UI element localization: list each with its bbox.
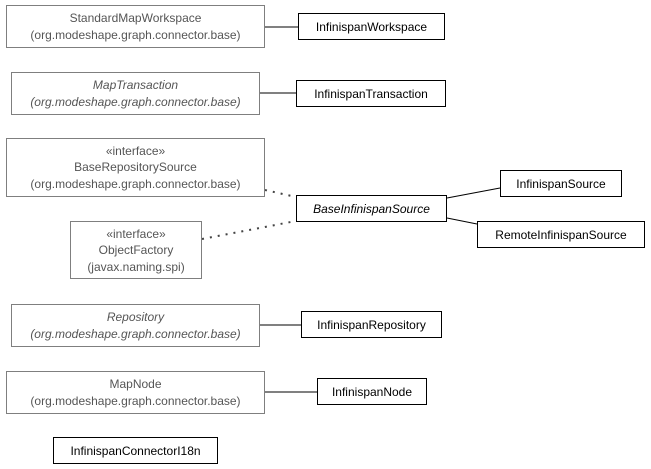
class-infinispantransaction: InfinispanTransaction [296, 80, 446, 107]
edge-baseinfinispansource-infinispansource [446, 187, 501, 199]
class-standardmapworkspace: StandardMapWorkspace (org.modeshape.grap… [6, 5, 265, 48]
class-infinispanworkspace: InfinispanWorkspace [298, 13, 445, 40]
class-name: MapNode [109, 377, 161, 391]
class-name: StandardMapWorkspace [70, 11, 202, 25]
edge-baseinfinispansource-remoteinfinispansource [446, 217, 478, 225]
class-name: RemoteInfinispanSource [495, 228, 627, 242]
class-name: BaseRepositorySource [74, 160, 197, 174]
class-package: (org.modeshape.graph.connector.base) [30, 177, 240, 191]
class-name: Repository [107, 310, 165, 324]
class-name: InfinispanTransaction [314, 87, 428, 101]
interface-baserepositorysource: «interface» BaseRepositorySource (org.mo… [6, 138, 265, 197]
class-package: (javax.naming.spi) [87, 260, 184, 274]
edge-baserepositorysource-baseinfinispansource [264, 189, 297, 198]
class-name: InfinispanConnectorI18n [70, 444, 200, 458]
class-name: InfinispanRepository [317, 318, 426, 332]
class-name: InfinispanNode [332, 385, 412, 399]
class-name: ObjectFactory [99, 243, 174, 257]
interface-objectfactory: «interface» ObjectFactory (javax.naming.… [70, 221, 202, 279]
class-name: InfinispanWorkspace [316, 20, 427, 34]
class-mapnode: MapNode (org.modeshape.graph.connector.b… [6, 371, 265, 414]
class-package: (org.modeshape.graph.connector.base) [30, 28, 240, 42]
class-package: (org.modeshape.graph.connector.base) [30, 394, 240, 408]
edge-objectfactory-baseinfinispansource [201, 220, 297, 240]
class-infinispannode: InfinispanNode [317, 378, 427, 405]
class-infinispanconnectori18n: InfinispanConnectorI18n [53, 437, 218, 464]
class-repository: Repository (org.modeshape.graph.connecto… [11, 304, 260, 347]
class-name: InfinispanSource [516, 177, 606, 191]
class-baseinfinispansource: BaseInfinispanSource [296, 195, 447, 222]
class-package: (org.modeshape.graph.connector.base) [30, 95, 240, 109]
class-infinispansource: InfinispanSource [500, 170, 622, 197]
class-maptransaction: MapTransaction (org.modeshape.graph.conn… [11, 72, 260, 115]
stereotype-label: «interface» [106, 144, 166, 158]
class-remoteinfinispansource: RemoteInfinispanSource [477, 221, 645, 248]
stereotype-label: «interface» [106, 227, 166, 241]
class-infinispanrepository: InfinispanRepository [301, 311, 442, 338]
class-package: (org.modeshape.graph.connector.base) [30, 327, 240, 341]
class-name: MapTransaction [93, 78, 178, 92]
class-name: BaseInfinispanSource [313, 202, 430, 216]
